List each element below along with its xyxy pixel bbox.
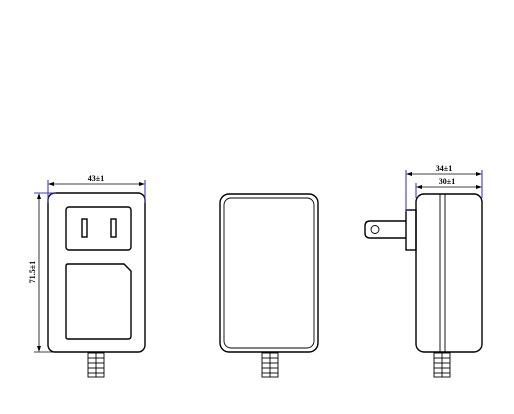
side-plug-base: [405, 209, 417, 251]
side-prong-hole: [370, 225, 380, 234]
depth-body-label: 30±1: [439, 177, 455, 186]
side-prong: [364, 220, 406, 239]
rear-view: [219, 193, 319, 378]
front-view: 43±1 71.5±1: [28, 174, 146, 378]
front-prong-left: [81, 218, 88, 238]
height-dimension: 71.5±1: [28, 192, 56, 353]
front-label-area: [65, 263, 132, 340]
rear-body-inner: [223, 197, 315, 349]
depth-body-dimension: 30±1: [415, 177, 482, 198]
front-strain-relief: [87, 352, 105, 378]
side-view: 34±1 30±1: [364, 164, 483, 378]
side-body-outline: [415, 193, 483, 353]
depth-total-dimension: 34±1: [405, 164, 483, 212]
side-strain-relief: [433, 352, 451, 378]
rear-strain-relief: [261, 352, 279, 378]
width-dimension-label: 43±1: [88, 174, 104, 183]
rear-body-outline: [219, 193, 319, 353]
front-body-outline: [47, 192, 146, 353]
front-plug-panel: [65, 206, 132, 251]
width-dimension: 43±1: [47, 174, 146, 203]
front-prong-right: [110, 218, 117, 238]
height-dimension-label: 71.5±1: [28, 261, 37, 283]
depth-total-label: 34±1: [436, 164, 452, 173]
